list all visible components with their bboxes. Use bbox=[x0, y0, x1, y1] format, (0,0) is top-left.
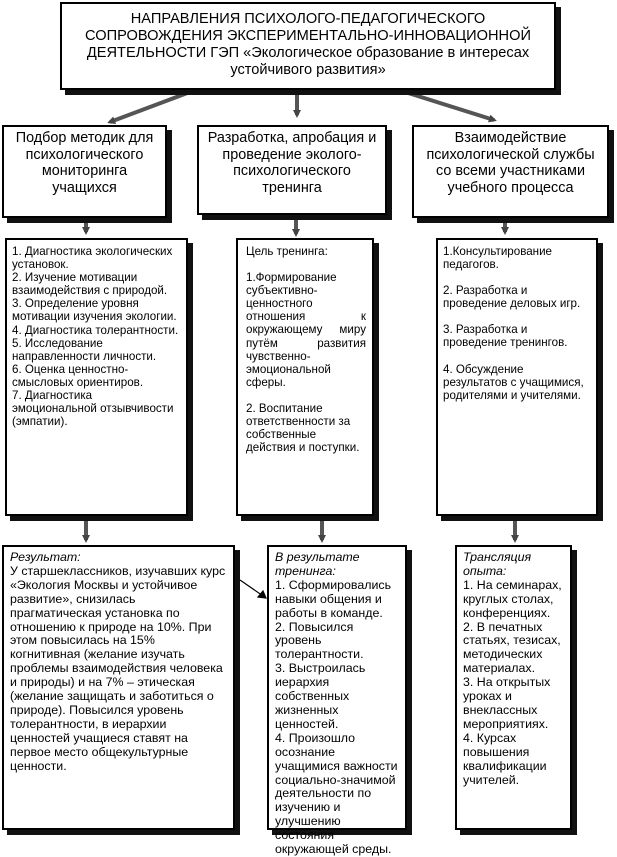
training-result-item: 3. Выстроилась иерархия собственных жизн… bbox=[275, 661, 366, 731]
methods-item: 5. Исследование направленности личности. bbox=[12, 336, 157, 363]
result-text: У старшеклассников, изучавших курс «Экол… bbox=[10, 563, 226, 773]
interaction-item: 2. Разработка и проведение деловых игр. bbox=[443, 284, 581, 311]
training-result-item: 4. Произошло осознание учащимися важност… bbox=[275, 730, 398, 857]
interaction-list-box: 1.Консультирование педагогов. 2. Разрабо… bbox=[436, 238, 598, 516]
broadcast-heading: Трансляция опыта: bbox=[463, 550, 532, 578]
methods-item: 3. Определение уровня мотивации изучения… bbox=[12, 297, 177, 324]
diagram-title-box: НАПРАВЛЕНИЯ ПСИХОЛОГО-ПЕДАГОГИЧЕСКОГО СО… bbox=[60, 2, 556, 90]
training-goal-item: 1.Формирование субъективно-ценностного о… bbox=[246, 271, 366, 389]
methods-item: 6. Оценка ценностно-смысловых ориентиров… bbox=[12, 362, 144, 389]
methods-item: 7. Диагностика эмоциональной отзывчивост… bbox=[12, 389, 174, 429]
methods-item: 2. Изучение мотивации взаимодействия с п… bbox=[12, 271, 168, 298]
interaction-item: 1.Консультирование педагогов. bbox=[443, 245, 552, 272]
result-box: Результат: У старшеклассников, изучавших… bbox=[2, 545, 235, 830]
methods-list-box: 1. Диагностика экологических установок. … bbox=[5, 238, 188, 516]
training-goal-heading: Цель тренинга: bbox=[246, 245, 328, 258]
training-goal-item: 2. Воспитание ответственности за собстве… bbox=[246, 401, 360, 455]
training-result-box: В результате тренинга: 1. Сформировались… bbox=[267, 545, 407, 856]
training-result-item: 1. Сформировались навыки общения и работ… bbox=[275, 577, 392, 620]
broadcast-item: 3. На открытых уроках и внеклассных меро… bbox=[463, 675, 551, 731]
direction-training-box: Разработка, апробация и проведение эколо… bbox=[197, 125, 387, 215]
diagram-title: НАПРАВЛЕНИЯ ПСИХОЛОГО-ПЕДАГОГИЧЕСКОГО СО… bbox=[85, 11, 531, 78]
training-goal-box: Цель тренинга: 1.Формирование субъективн… bbox=[236, 238, 374, 516]
broadcast-item: 1. На семинарах, круглых столах, конфере… bbox=[463, 577, 562, 620]
result-heading: Результат: bbox=[10, 550, 81, 564]
arrow-result-to-training-result bbox=[239, 579, 267, 599]
broadcast-item: 4. Курсах повышения квалификации учителе… bbox=[463, 730, 547, 787]
broadcast-item: 2. В печатных статьях, тезисах, методиче… bbox=[463, 619, 561, 676]
training-result-item: 2. Повысился уровень толерантности. bbox=[275, 619, 364, 662]
direction-training-title: Разработка, апробация и проведение эколо… bbox=[207, 130, 377, 196]
direction-methods-title: Подбор методик для психологического мони… bbox=[15, 130, 154, 196]
broadcast-box: Трансляция опыта: 1. На семинарах, кругл… bbox=[455, 545, 572, 830]
direction-interaction-box: Взаимодействие психологической службы со… bbox=[412, 125, 609, 218]
direction-methods-box: Подбор методик для психологического мони… bbox=[2, 125, 167, 218]
methods-item: 4. Диагностика толерантности. bbox=[12, 323, 179, 337]
arrow-title-to-interaction bbox=[404, 90, 497, 123]
interaction-item: 4. Обсуждение результатов с учащимися, р… bbox=[443, 362, 584, 402]
arrow-title-to-methods bbox=[107, 90, 191, 124]
methods-item: 1. Диагностика экологических установок. bbox=[12, 245, 173, 272]
interaction-item: 3. Разработка и проведение тренингов. bbox=[443, 323, 568, 350]
training-result-heading: В результате тренинга: bbox=[275, 550, 360, 578]
direction-interaction-title: Взаимодействие психологической службы со… bbox=[426, 130, 595, 196]
